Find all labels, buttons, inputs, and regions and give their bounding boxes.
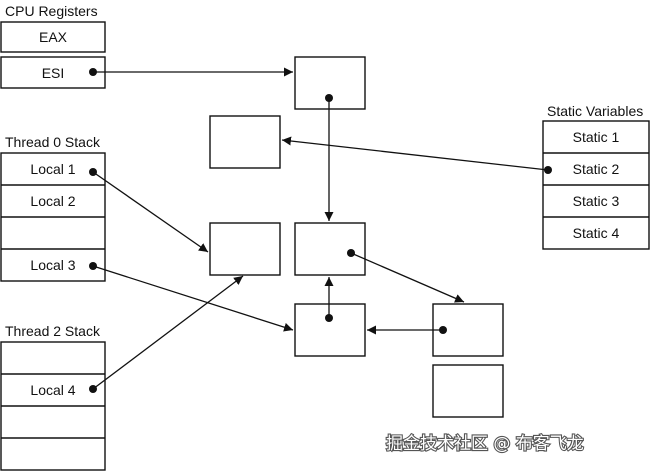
heap-object-lower-center <box>294 303 366 357</box>
cpu-registers-title: CPU Registers <box>5 3 98 19</box>
static3-label: Static 3 <box>573 193 620 209</box>
local1-label: Local 1 <box>30 161 75 177</box>
register-eax-cell <box>0 21 106 53</box>
reference-arrows <box>92 67 549 390</box>
static1-label: Static 1 <box>573 129 620 145</box>
local2-label: Local 2 <box>30 193 75 209</box>
pointer-dot-esi <box>89 68 97 76</box>
watermark-text: 掘金技术社区 @ 布客飞龙 <box>386 434 584 454</box>
static4-label: Static 4 <box>573 225 620 241</box>
pointer-dot-local4 <box>89 385 97 393</box>
pointer-dots <box>89 68 552 393</box>
heap-objects <box>209 56 504 418</box>
local3-label: Local 3 <box>30 257 75 273</box>
pointer-dot-lower-object <box>325 314 333 322</box>
static-variables: Static Variables Static 1 Static 2 Stati… <box>542 103 650 250</box>
heap-object-unreferenced <box>209 115 281 169</box>
register-eax-label: EAX <box>39 29 68 45</box>
heap-object-left <box>209 222 281 276</box>
register-esi-cell <box>0 56 106 89</box>
local4-label: Local 4 <box>30 382 75 398</box>
thread2-stack: Thread 2 Stack Local 4 <box>0 323 106 471</box>
pointer-dot-top-object <box>325 94 333 102</box>
pointer-dot-static2 <box>544 166 552 174</box>
heap-object-center <box>294 222 366 276</box>
heap-object-bottom-right <box>432 364 504 418</box>
arrow-static2-to-object <box>281 136 549 171</box>
static2-label: Static 2 <box>573 161 620 177</box>
static-variables-title: Static Variables <box>547 103 643 119</box>
cpu-registers: CPU Registers EAX ESI <box>0 3 106 89</box>
thread0-stack-title: Thread 0 Stack <box>5 134 101 150</box>
arrow-local3-to-lower-object <box>92 265 294 332</box>
arrow-center-to-right-object <box>350 252 465 303</box>
pointer-dot-local1 <box>89 168 97 176</box>
pointer-dot-right-object <box>439 326 447 334</box>
pointer-dot-center-object <box>347 249 355 257</box>
pointer-dot-local3 <box>89 262 97 270</box>
thread2-stack-title: Thread 2 Stack <box>5 323 101 339</box>
thread0-stack: Thread 0 Stack Local 1 Local 2 Local 3 <box>0 134 106 282</box>
register-esi-label: ESI <box>42 65 65 81</box>
arrow-local1-to-left-object <box>92 171 209 253</box>
arrow-local4-to-left-object <box>92 275 244 390</box>
